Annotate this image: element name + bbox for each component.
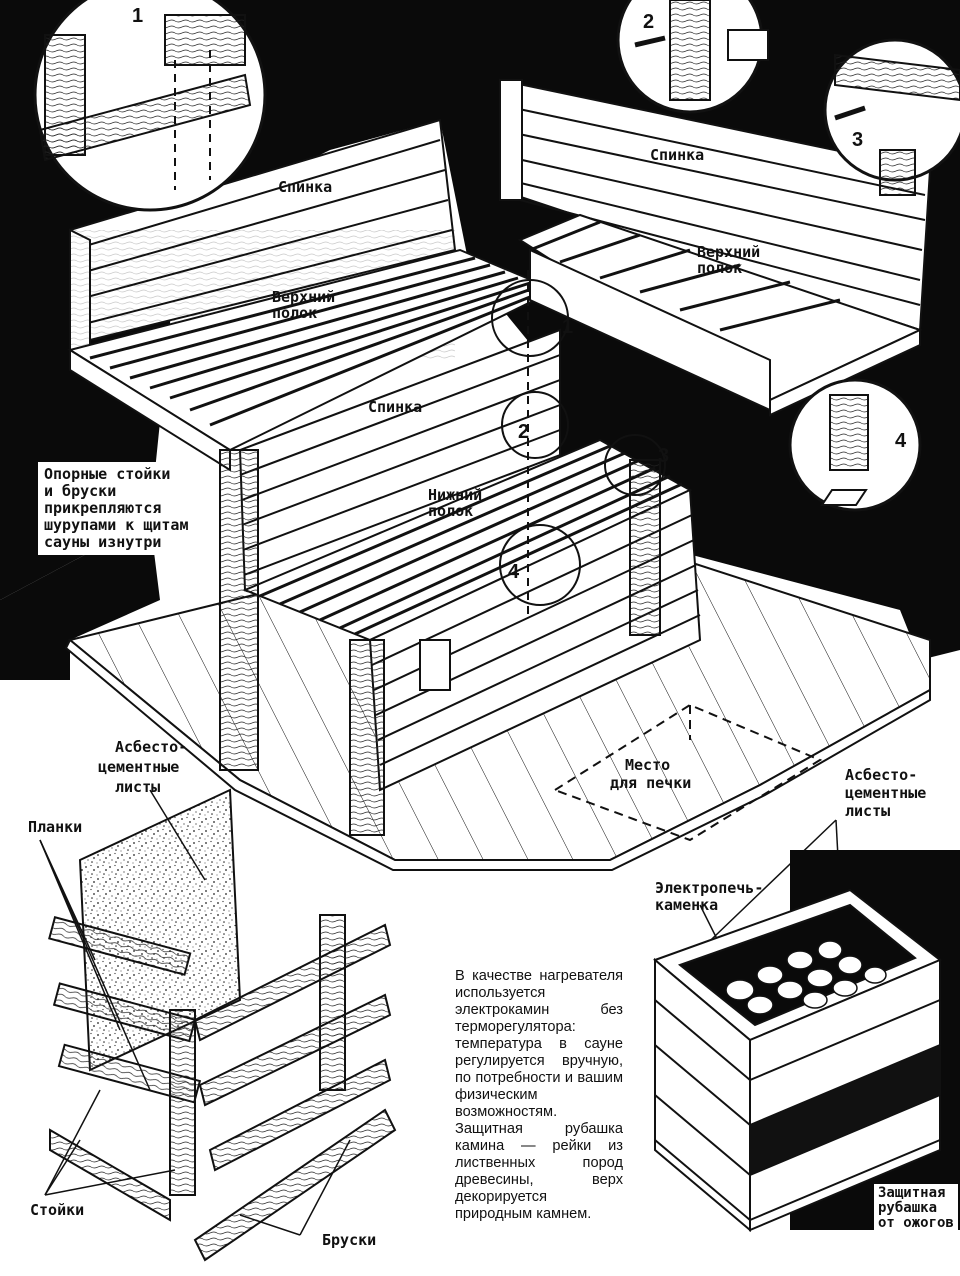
label-stove-place-2: для печки [610,774,691,792]
label-planks: Планки [28,818,82,836]
detail-marker-number-4: 4 [508,561,520,583]
support-note-callout: Опорные стойки и бруски прикрепляются шу… [38,462,195,555]
label-asbestos-right-1: Асбесто- [845,766,917,784]
support-note-line: шурупами к щитам [44,516,189,534]
support-note-line: сауны изнутри [44,533,162,551]
label-posts: Стойки [30,1201,84,1219]
support-posts [219,449,661,836]
label-heater-2: каменка [655,896,718,914]
label-lower-shelf-2: полок [428,502,473,520]
lower-shelf [242,438,702,792]
heater-frame [48,788,397,1262]
detail-number-3: 3 [852,129,863,151]
detail-circle-4 [788,378,922,512]
label-heater-1: Электропечь- [655,879,763,897]
detail-circle-3 [823,38,960,196]
label-upper-shelf-right-2: полок [697,259,742,277]
detail-marker-number-1: 1 [562,316,573,338]
label-backrest-lower: Спинка [368,398,422,416]
detail-marker-number-3: 3 [658,445,669,467]
label-stove-place-1: Место [625,756,670,774]
burn-guard-line: рубашка [878,1200,938,1216]
detail-number-2: 2 [643,11,654,33]
label-asbestos-right-2: цементные [845,784,926,802]
label-asbestos-left-1: Асбесто- [115,738,187,756]
label-asbestos-left-3: листы [115,778,160,796]
label-upper-shelf-left-2: полок [272,304,317,322]
detail-circle-1 [33,0,267,212]
detail-circle-2 [616,0,769,114]
electric-heater [653,850,960,1233]
detail-marker-number-2: 2 [518,421,529,443]
heater-description: В качестве нагревателя используется элек… [455,968,623,1222]
support-note-line: Опорные стойки [44,465,171,483]
label-bars: Бруски [322,1231,376,1249]
label-backrest-upper: Спинка [278,178,332,196]
label-asbestos-right-3: листы [845,802,890,820]
burn-guard-line: от ожогов [878,1215,954,1231]
detail-number-1: 1 [132,5,143,27]
label-backrest-right: Спинка [650,146,704,164]
label-upper-shelf-left-1: Верхний [272,288,335,306]
burn-guard-line: Защитная [878,1185,946,1201]
right-upper-shelf [517,213,923,417]
burn-guard-callout: Защитная рубашка от ожогов [874,1184,958,1233]
detail-number-4: 4 [895,430,907,452]
support-note-line: прикрепляются [44,499,162,517]
support-note-line: и бруски [44,482,117,500]
detail-markers [491,270,666,620]
stove-place-outline [552,703,823,842]
label-upper-shelf-right-1: Верхний [697,243,760,261]
leader-lines [39,789,841,1236]
label-lower-shelf-1: Нижний [428,486,482,504]
label-asbestos-left-2: цементные [98,758,179,776]
